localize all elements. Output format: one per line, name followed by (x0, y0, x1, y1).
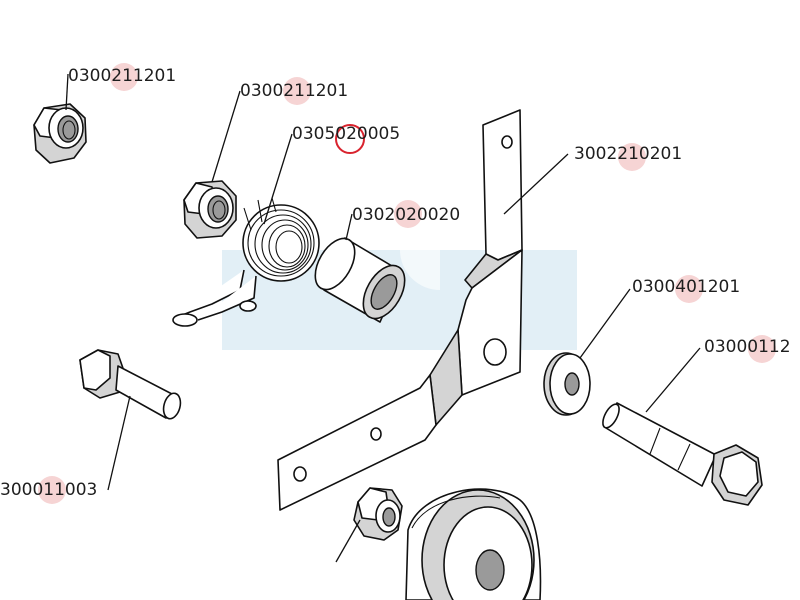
label-spacer[interactable]: 0302020020 (352, 205, 460, 225)
bracket[interactable] (277, 109, 523, 511)
label-washer[interactable]: 0300401201 (632, 277, 740, 297)
label-bolt-left[interactable]: 300011003 (0, 480, 97, 500)
pulley[interactable] (405, 488, 542, 600)
label-highlight-dots (38, 63, 776, 504)
label-nut-top-left[interactable]: 0300211201 (68, 66, 176, 86)
washer[interactable] (543, 352, 591, 416)
nut-top-left[interactable] (33, 103, 87, 164)
nut-lower[interactable] (353, 487, 403, 541)
label-nut-upper[interactable]: 0300211201 (240, 81, 348, 101)
selection-ring (335, 124, 365, 154)
label-spring[interactable]: 0305020005 (292, 124, 400, 144)
label-bracket[interactable]: 3002210201 (574, 144, 682, 164)
callout-labels: 0300211201 0300211201 0305020005 0302020… (0, 66, 791, 500)
spacer[interactable] (307, 232, 413, 326)
bolt-right[interactable] (600, 402, 763, 506)
nut-upper[interactable] (183, 180, 237, 239)
spring[interactable] (172, 197, 320, 327)
bolt-left[interactable] (79, 349, 183, 421)
leader-lines (65, 73, 701, 563)
label-bolt-right[interactable]: 03000112 (704, 337, 791, 357)
